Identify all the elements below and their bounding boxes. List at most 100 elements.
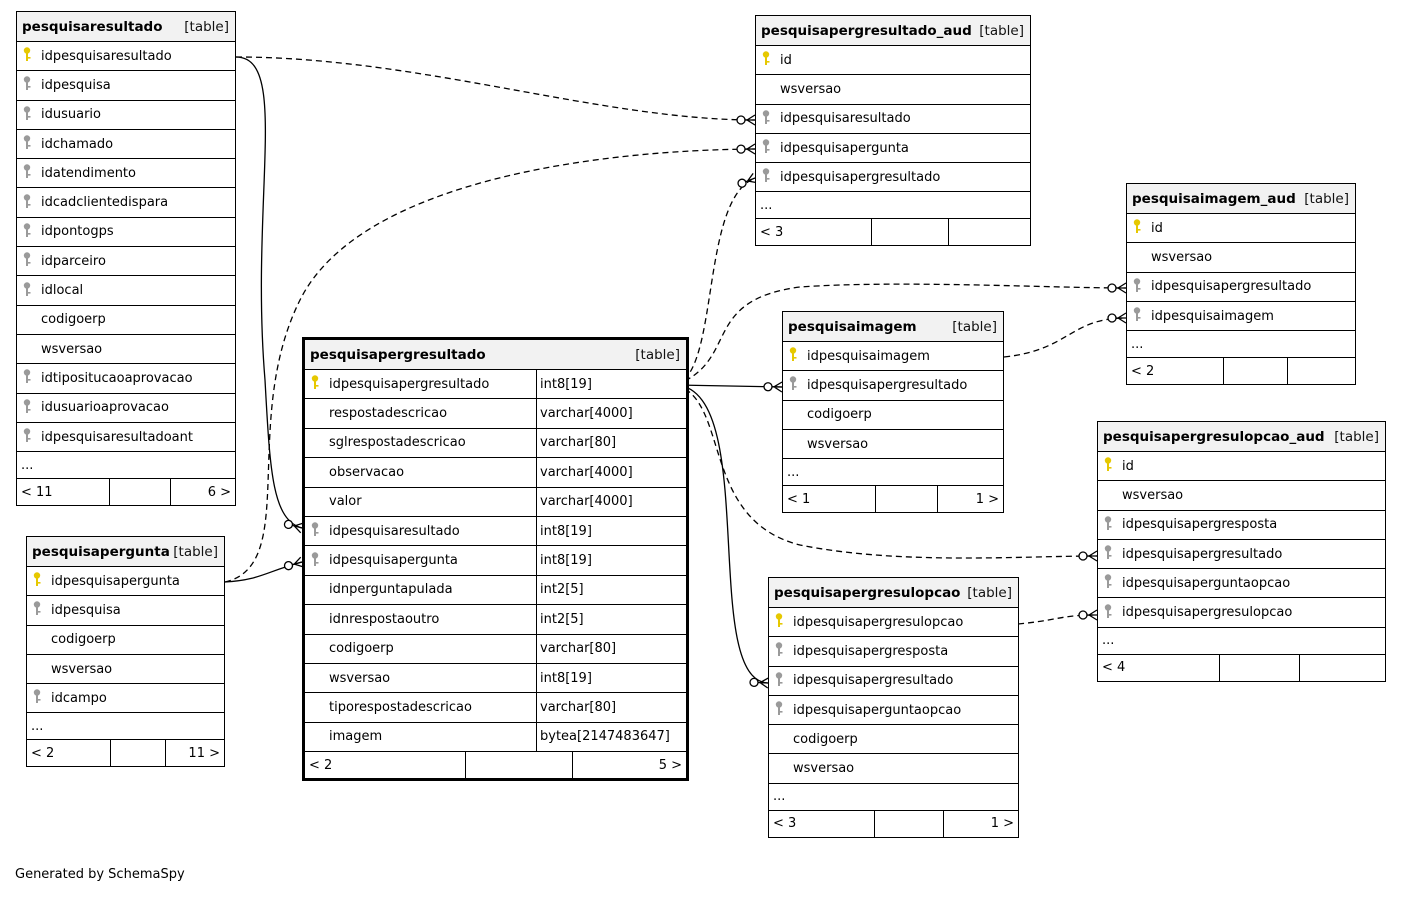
column-row[interactable]: codigoerp	[17, 306, 235, 335]
parent-count[interactable]: < 3	[760, 224, 784, 240]
column-row[interactable]: wsversao	[783, 430, 1003, 460]
column-row[interactable]: idlocal	[17, 276, 235, 306]
column-row[interactable]: codigoerp	[783, 401, 1003, 430]
table-pesquisapergresulopcao[interactable]: pesquisapergresulopcao[table]idpesquisap…	[768, 577, 1019, 838]
child-count[interactable]: 1 >	[943, 810, 1018, 837]
column-row[interactable]: idpesquisapergunta	[27, 567, 224, 597]
column-name: idpesquisapergresultado	[793, 673, 954, 689]
parent-count[interactable]: < 11	[21, 484, 53, 500]
column-row[interactable]: idtipositucaoaprovacao	[17, 364, 235, 394]
column-row[interactable]: codigoerp	[27, 626, 224, 655]
column-row[interactable]: idcampo	[27, 684, 224, 714]
column-row[interactable]: wsversao	[756, 75, 1030, 105]
table-pesquisaresultado[interactable]: pesquisaresultado[table]idpesquisaresult…	[16, 11, 236, 507]
column-row[interactable]: idusuarioaprovacao	[17, 394, 235, 423]
table-pesquisapergresultado[interactable]: pesquisapergresultado[table]idpesquisape…	[302, 337, 689, 782]
parent-count[interactable]: < 1	[787, 491, 811, 507]
column-row[interactable]: idpesquisaperguntaopcao	[769, 696, 1018, 726]
table-type: [table]	[979, 22, 1024, 39]
table-header: pesquisaimagem_aud[table]	[1127, 184, 1355, 214]
parent-count[interactable]: < 3	[773, 816, 797, 832]
column-row[interactable]: idpesquisaperguntaopcao	[1098, 569, 1385, 599]
child-count[interactable]: 5 >	[571, 752, 686, 779]
column-row[interactable]: idpesquisapergresulopcao	[1098, 598, 1385, 628]
table-header: pesquisapergresultado[table]	[305, 340, 686, 370]
primary-key-icon	[761, 50, 771, 70]
column-row[interactable]: idpesquisapergresultado	[756, 163, 1030, 193]
column-row[interactable]: codigoerp	[769, 725, 1018, 755]
column-row[interactable]: idchamado	[17, 130, 235, 160]
column-row[interactable]: idpesquisaimagem	[1127, 302, 1355, 332]
column-name: wsversao	[793, 761, 855, 777]
column-name: respostadescricao	[329, 406, 448, 422]
column-row[interactable]: wsversao	[27, 655, 224, 685]
parent-count[interactable]: < 4	[1102, 660, 1126, 676]
column-row[interactable]: idpesquisaresultado	[756, 105, 1030, 134]
column-name: idpesquisapergunta	[329, 553, 458, 569]
column-row[interactable]: idpontogps	[17, 218, 235, 248]
column-row[interactable]: idpesquisaresultado	[17, 42, 235, 72]
child-count[interactable]	[947, 219, 1030, 246]
column-name: idpesquisaresultado	[41, 48, 172, 64]
parent-count[interactable]: < 2	[1131, 363, 1155, 379]
column-row[interactable]: wsversao	[17, 335, 235, 365]
column-row[interactable]: idpesquisapergresultado	[1098, 540, 1385, 570]
column-row[interactable]: idcadclientedispara	[17, 188, 235, 218]
column-row[interactable]: id	[1127, 214, 1355, 244]
child-count[interactable]	[1286, 358, 1355, 385]
column-row[interactable]: wsversao	[1127, 243, 1355, 273]
column-row[interactable]: idpesquisaimagem	[783, 342, 1003, 372]
column-name: idtipositucaoaprovacao	[41, 370, 193, 386]
column-row[interactable]: id	[1098, 452, 1385, 482]
column-name: idnperguntapulada	[329, 582, 453, 598]
column-type: int8[19]	[536, 516, 686, 546]
column-row[interactable]: idpesquisa	[27, 596, 224, 626]
column-row[interactable]: idpesquisapergresultado	[1127, 273, 1355, 302]
column-row[interactable]: idpesquisapergresultado	[783, 371, 1003, 401]
link-pergresultado-pergresulopcao	[675, 384, 769, 689]
primary-key-icon	[1132, 218, 1142, 238]
table-type: [table]	[1334, 428, 1379, 445]
table-name: pesquisapergresulopcao	[774, 584, 961, 601]
column-row[interactable]: idpesquisapergunta	[756, 134, 1030, 164]
foreign-key-icon	[761, 109, 771, 129]
column-row[interactable]: idparceiro	[17, 247, 235, 277]
parent-count[interactable]: < 2	[31, 745, 55, 761]
column-row[interactable]: idpesquisaresultadoant	[17, 423, 235, 453]
column-row[interactable]: id	[756, 46, 1030, 76]
table-pesquisapergunta[interactable]: pesquisapergunta[table]idpesquisapergunt…	[26, 536, 225, 768]
column-name: idpesquisapergunta	[780, 140, 909, 156]
column-row[interactable]: idusuario	[17, 101, 235, 130]
child-count[interactable]	[1298, 654, 1385, 681]
column-row[interactable]: idpesquisapergresultado	[769, 667, 1018, 696]
child-count[interactable]: 6 >	[169, 479, 235, 506]
column-name: idcadclientedispara	[41, 195, 169, 211]
column-row[interactable]: idpesquisa	[17, 71, 235, 101]
column-row[interactable]: idatendimento	[17, 159, 235, 189]
column-row[interactable]: wsversao	[1098, 481, 1385, 511]
column-row[interactable]: idpesquisapergresposta	[769, 637, 1018, 667]
column-row[interactable]: idpesquisapergresposta	[1098, 511, 1385, 540]
parent-count[interactable]: < 2	[309, 757, 333, 773]
child-count[interactable]: 1 >	[936, 486, 1003, 513]
column-row[interactable]: idpesquisapergresulopcao	[769, 608, 1018, 638]
column-row[interactable]: wsversao	[769, 754, 1018, 784]
child-count[interactable]: 11 >	[164, 740, 224, 767]
